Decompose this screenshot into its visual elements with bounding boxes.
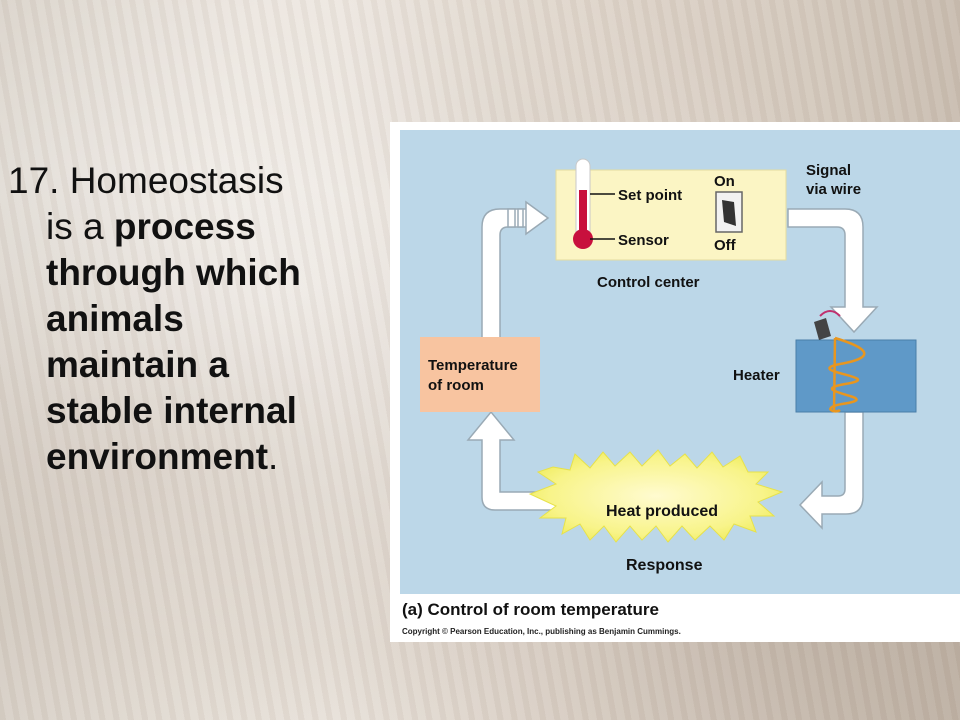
- control-center-box: [555, 169, 787, 261]
- signal-label-line-2: via wire: [806, 181, 861, 198]
- statement-line-6: stable internal: [46, 390, 297, 431]
- thermometer-icon: [573, 158, 615, 249]
- light-switch-icon: [715, 191, 743, 233]
- homeostasis-statement: 17. Homeostasis is a process through whi…: [8, 158, 388, 480]
- figure-caption: (a) Control of room temperature: [402, 600, 659, 619]
- heat-produced-label: Heat produced: [606, 503, 718, 520]
- statement-line-1: 17. Homeostasis: [8, 160, 284, 201]
- switch-on-label: On: [714, 173, 735, 190]
- heater-plug-icon: [814, 310, 841, 340]
- heater-label: Heater: [733, 367, 780, 384]
- signal-label-line-1: Signal: [806, 162, 851, 179]
- response-label: Response: [626, 557, 703, 574]
- heat-burst-shape: [528, 449, 784, 543]
- figure-copyright: Copyright © Pearson Education, Inc., pub…: [402, 627, 681, 636]
- temperature-box: [420, 337, 540, 412]
- loop-arrow-right-bottom: [798, 411, 864, 530]
- control-center-label: Control center: [597, 274, 700, 291]
- room-temperature-figure: Set point Sensor On Off Control center S…: [390, 122, 960, 642]
- temperature-label-line-1: Temperature: [428, 357, 518, 374]
- switch-off-label: Off: [714, 237, 737, 254]
- statement-period: .: [268, 436, 279, 477]
- statement-keyword-environment: environment: [46, 436, 269, 477]
- heater-coil-icon: [828, 336, 866, 413]
- set-point-label: Set point: [618, 187, 682, 204]
- statement-line-2: is a process: [8, 204, 388, 250]
- statement-line-5: maintain a: [46, 344, 229, 385]
- statement-line-7: environment.: [8, 434, 388, 480]
- feedback-loop-diagram: Set point Sensor On Off Control center S…: [400, 130, 960, 594]
- sensor-label: Sensor: [618, 232, 669, 249]
- temperature-label-line-2: of room: [428, 377, 484, 394]
- statement-line-3: through which: [46, 252, 301, 293]
- statement-line-4: animals: [46, 298, 184, 339]
- loop-arrow-left-up: [466, 410, 559, 511]
- loop-arrow-left-top: [481, 200, 550, 343]
- loop-arrow-right-top: [787, 208, 879, 334]
- statement-keyword-process: process: [113, 206, 256, 247]
- statement-line-2-prefix: is a: [46, 206, 114, 247]
